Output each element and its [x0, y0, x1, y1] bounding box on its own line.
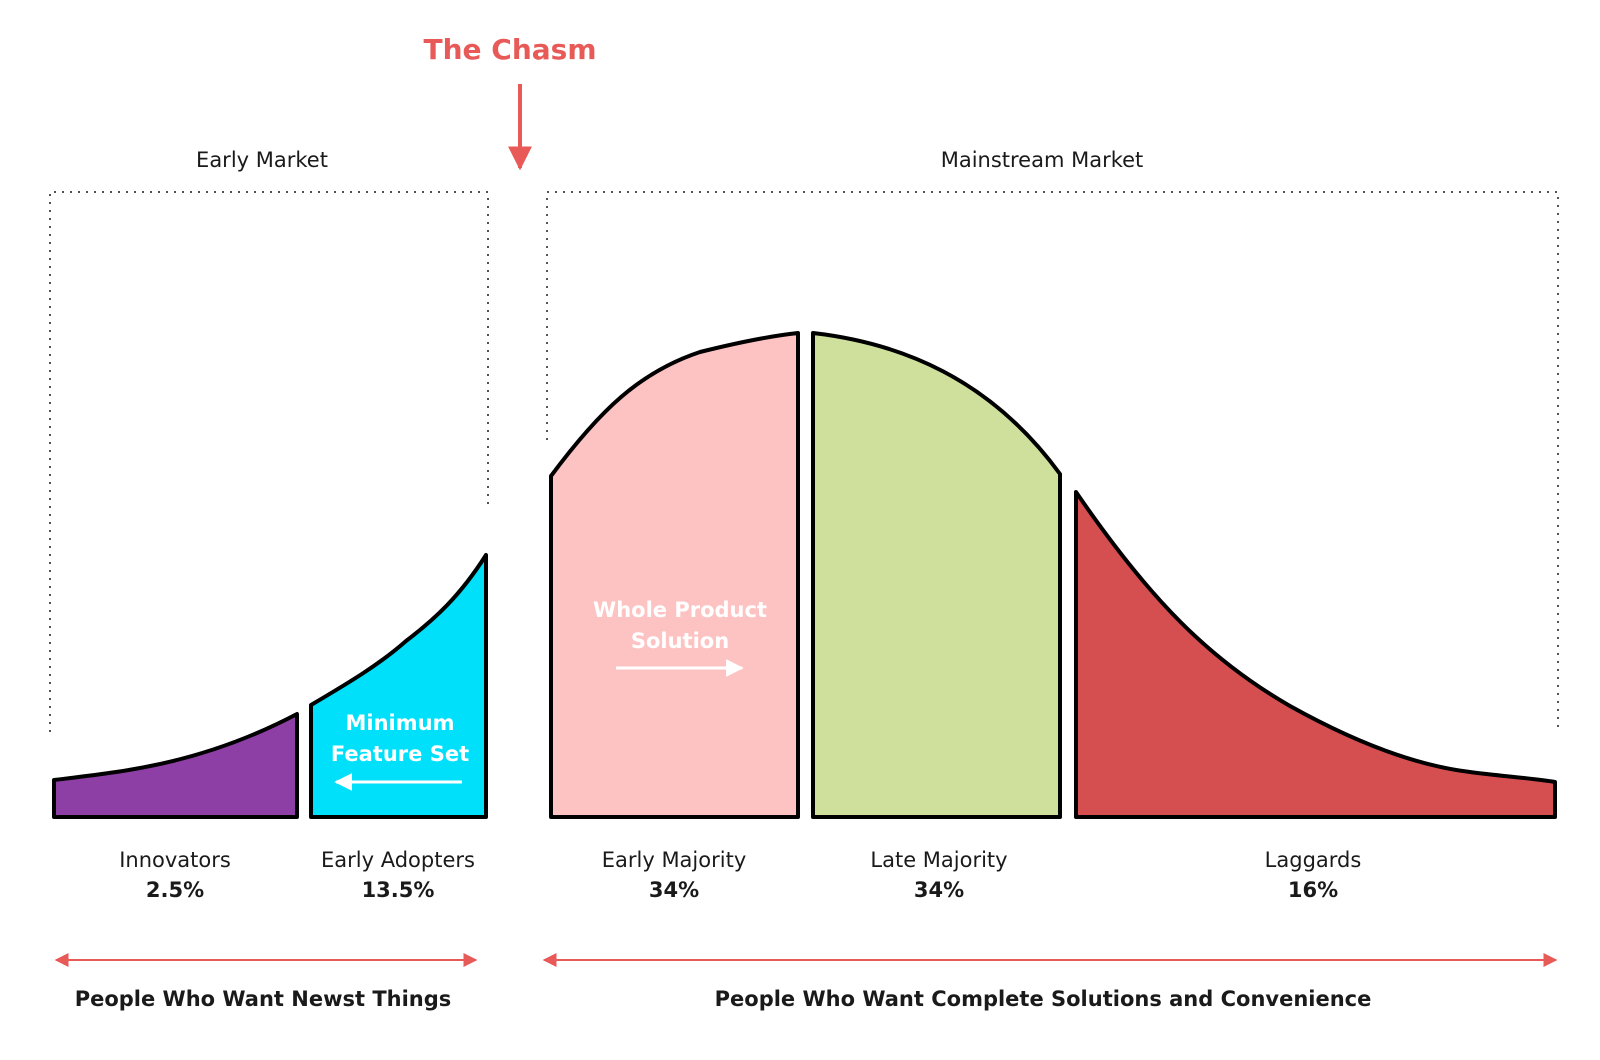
- segment-late-majority-shape: [811, 331, 1062, 819]
- segment-label-early-adopters-name: Early Adopters: [321, 848, 475, 872]
- segment-label-early-adopters-percent: 13.5%: [362, 878, 435, 902]
- mainstream-market-bracket: [546, 191, 1559, 732]
- segment-label-late-majority-name: Late Majority: [870, 848, 1007, 872]
- whole-product-solution-line1: Whole Product: [593, 598, 767, 622]
- segment-laggards-shape: [1074, 490, 1557, 819]
- segment-early-majority-shape: [549, 331, 800, 819]
- whole-product-solution-line2: Solution: [631, 629, 729, 653]
- mainstream-caption: People Who Want Complete Solutions and C…: [715, 987, 1372, 1011]
- segment-early-adopters-shape: [309, 553, 488, 819]
- mainstream-market-title: Mainstream Market: [941, 148, 1144, 172]
- segment-label-innovators-name: Innovators: [119, 848, 231, 872]
- segment-label-early-majority-name: Early Majority: [602, 848, 747, 872]
- early-market-title: Early Market: [196, 148, 328, 172]
- segment-innovators-shape: [52, 712, 299, 819]
- minimum-feature-set-line2: Feature Set: [331, 742, 469, 766]
- early-market-bracket: [49, 191, 489, 732]
- chasm-title: The Chasm: [424, 33, 597, 66]
- early-caption: People Who Want Newst Things: [75, 987, 452, 1011]
- segment-label-late-majority-percent: 34%: [914, 878, 964, 902]
- segment-label-early-majority-percent: 34%: [649, 878, 699, 902]
- segment-label-laggards-percent: 16%: [1288, 878, 1338, 902]
- segment-label-innovators-percent: 2.5%: [146, 878, 204, 902]
- minimum-feature-set-line1: Minimum: [346, 711, 455, 735]
- segment-label-laggards-name: Laggards: [1265, 848, 1362, 872]
